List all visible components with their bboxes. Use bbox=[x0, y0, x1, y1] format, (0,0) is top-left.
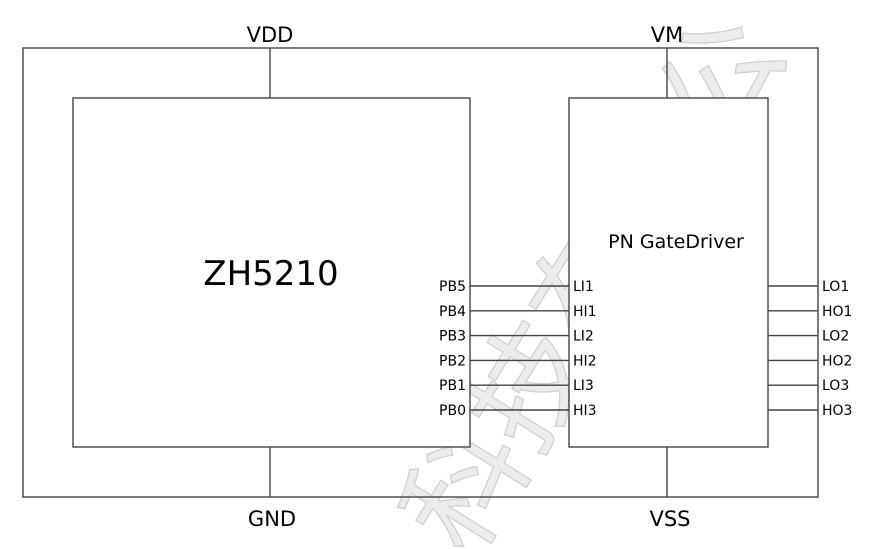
mcu-name: ZH5210 bbox=[203, 254, 338, 294]
driver-pin-lo3: LO3 bbox=[822, 378, 849, 394]
driver-pin-hi2: HI2 bbox=[573, 353, 597, 369]
driver-pin-hi1: HI1 bbox=[573, 304, 597, 320]
power-loop bbox=[22, 47, 819, 498]
driver-pin-li2: LI2 bbox=[573, 329, 594, 345]
driver-pin-ho1: HO1 bbox=[822, 304, 852, 320]
driver-pin-lo1: LO1 bbox=[822, 279, 849, 295]
mcu-pin-pb4: PB4 bbox=[439, 304, 466, 320]
driver-name: PN GateDriver bbox=[608, 231, 744, 253]
mcu-pin-pb1: PB1 bbox=[439, 378, 466, 394]
vm-label: VM bbox=[651, 23, 683, 47]
driver-pin-li3: LI3 bbox=[573, 378, 594, 394]
driver-pin-li1: LI1 bbox=[573, 279, 594, 295]
mcu-pin-pb2: PB2 bbox=[439, 353, 466, 369]
gnd-label: GND bbox=[248, 507, 296, 531]
mcu-pin-pb0: PB0 bbox=[439, 403, 466, 419]
output-wires bbox=[768, 285, 818, 411]
mcu-pin-pb5: PB5 bbox=[439, 279, 466, 295]
vdd-label: VDD bbox=[247, 23, 294, 47]
driver-pin-ho2: HO2 bbox=[822, 353, 852, 369]
signal-wires bbox=[470, 285, 569, 411]
vss-label: VSS bbox=[649, 507, 690, 531]
driver-pin-hi3: HI3 bbox=[573, 403, 597, 419]
mcu-pin-pb3: PB3 bbox=[439, 329, 466, 345]
driver-pin-lo2: LO2 bbox=[822, 329, 849, 345]
gate-driver-block bbox=[568, 97, 769, 448]
driver-pin-ho3: HO3 bbox=[822, 403, 852, 419]
mcu-block bbox=[72, 97, 471, 448]
